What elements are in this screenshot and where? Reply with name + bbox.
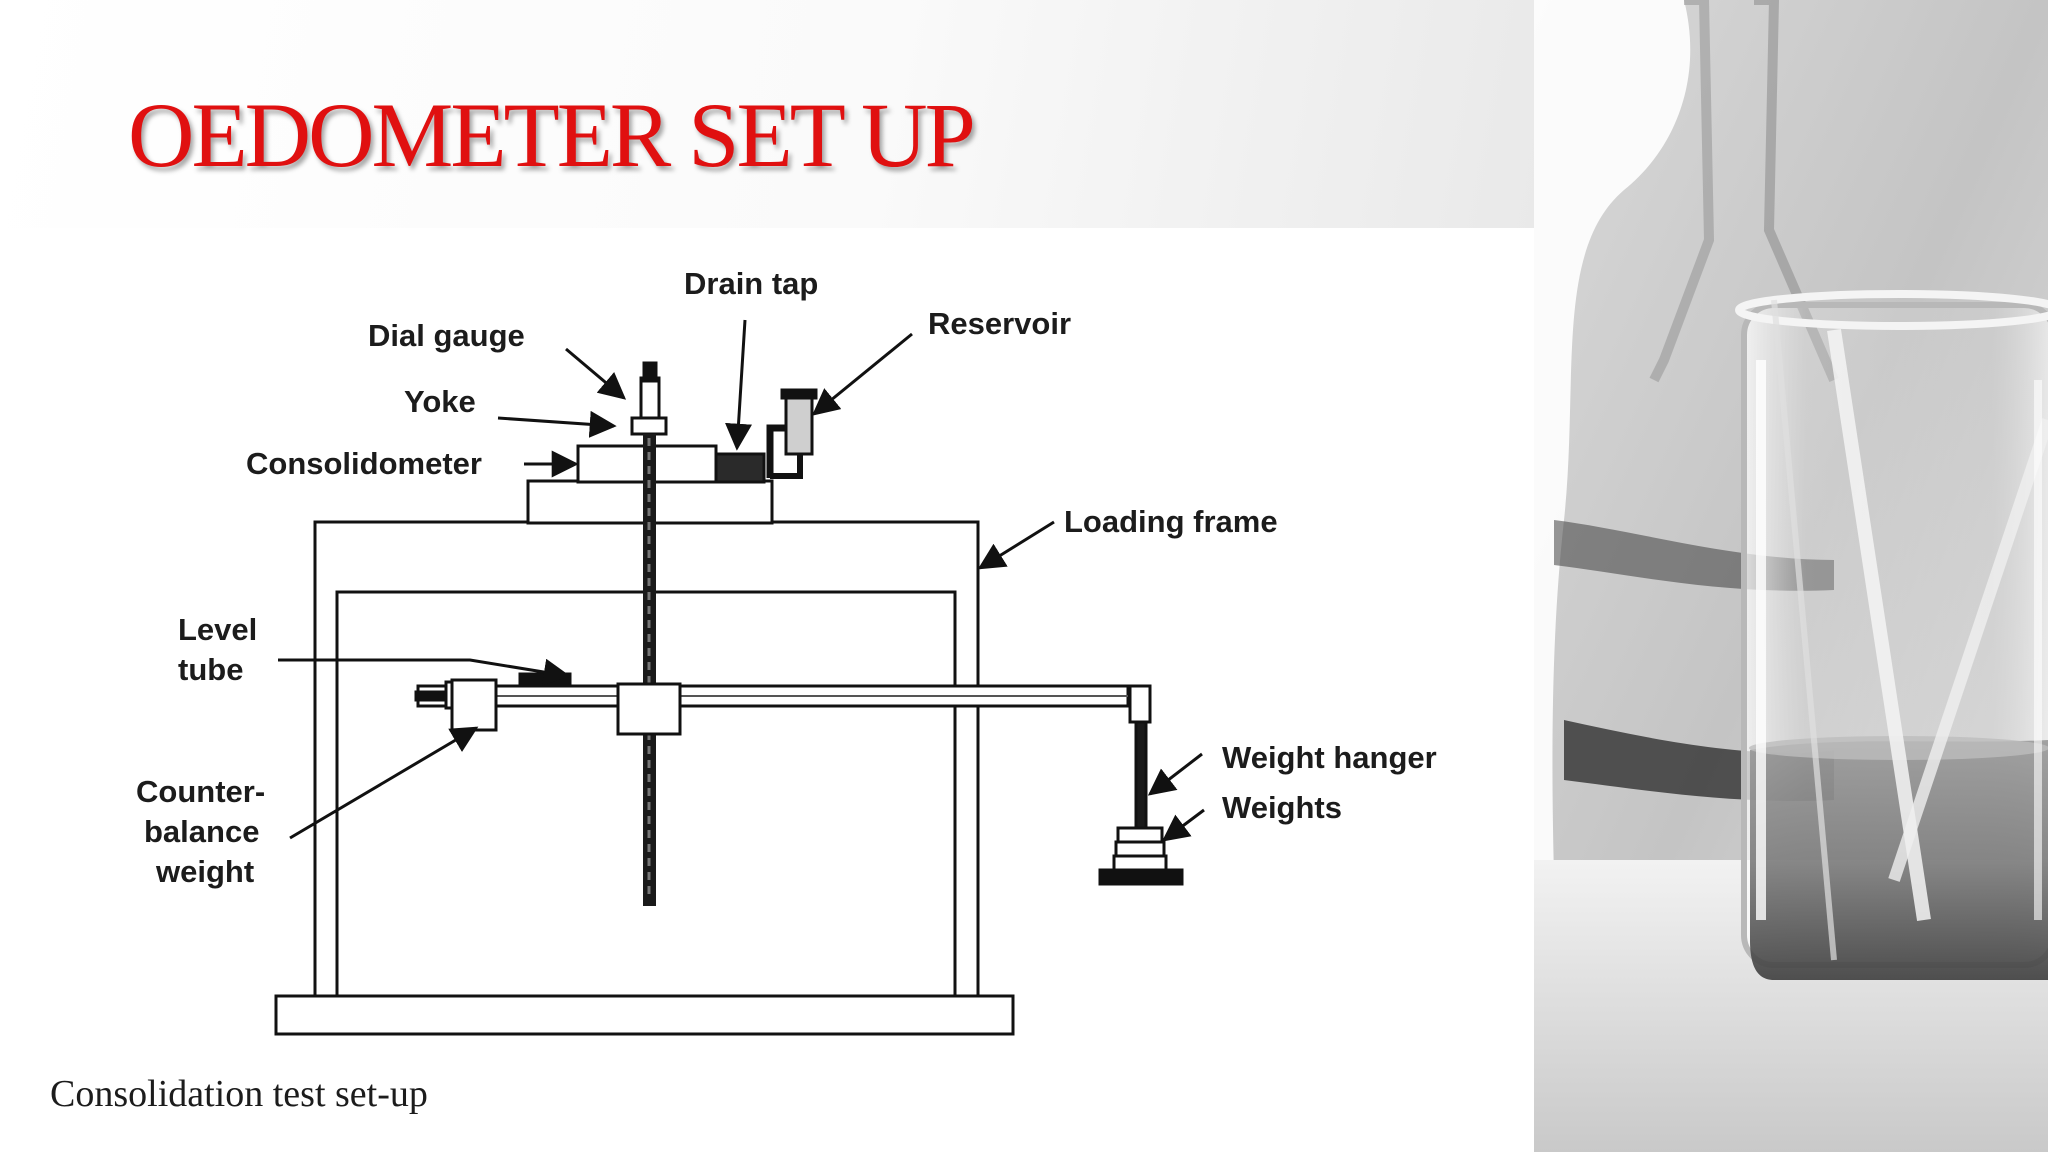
oedometer-diagram: Drain tap Dial gauge Reservoir Yoke Cons… (50, 266, 1437, 1115)
label-loading-frame: Loading frame (1064, 504, 1278, 539)
label-level-tube-line2: tube (178, 652, 243, 687)
weight-hanger (1098, 684, 1184, 886)
label-reservoir: Reservoir (928, 306, 1071, 341)
label-weight-hanger: Weight hanger (1222, 740, 1437, 775)
beaker-photo (1534, 0, 2048, 1152)
label-yoke: Yoke (404, 384, 476, 419)
slide-title: OEDOMETER SET UP (128, 84, 976, 186)
beaker-illustration (1534, 0, 2048, 1152)
label-weights: Weights (1222, 790, 1342, 825)
label-consolidometer: Consolidometer (246, 446, 482, 481)
reservoir (766, 388, 818, 479)
label-counterbalance-line2: balance (144, 814, 259, 849)
yoke-rod (643, 434, 656, 906)
label-counterbalance-line3: weight (155, 854, 254, 889)
leader-arrows (278, 319, 1205, 842)
label-level-tube-line1: Level (178, 612, 257, 647)
label-drain-tap: Drain tap (684, 266, 818, 301)
diagram-card: Drain tap Dial gauge Reservoir Yoke Cons… (0, 228, 1534, 1152)
lever-beam (414, 672, 1130, 736)
label-dial-gauge: Dial gauge (368, 318, 525, 353)
diagram-caption: Consolidation test set-up (50, 1073, 428, 1115)
label-counterbalance-line1: Counter- (136, 774, 265, 809)
dial-gauge (630, 361, 668, 436)
